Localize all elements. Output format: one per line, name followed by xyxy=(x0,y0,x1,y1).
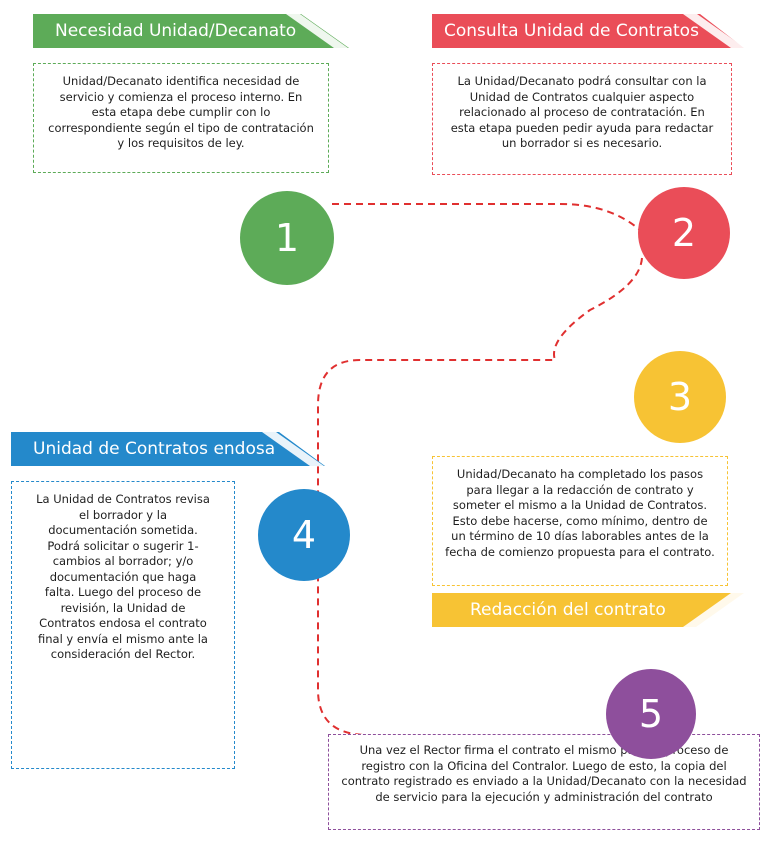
step-1-circle: 1 xyxy=(240,191,334,285)
step-1-banner-stripe xyxy=(286,14,348,48)
step-5-number: 5 xyxy=(638,692,664,736)
step-2-description: La Unidad/Decanato podrá consultar con l… xyxy=(432,63,732,175)
step-5-circle: 5 xyxy=(606,669,696,759)
step-1-title: Necesidad Unidad/Decanato xyxy=(55,21,297,41)
step-4-number: 4 xyxy=(291,513,317,557)
step-3-banner-stripe xyxy=(683,593,745,627)
step-5-description: Una vez el Rector firma el contrato el m… xyxy=(328,734,760,830)
step-2-circle: 2 xyxy=(638,187,730,279)
step-4-banner-stripe xyxy=(262,432,324,466)
step-2-banner-stripe xyxy=(683,14,745,48)
step-4-description: La Unidad de Contratos revisa el borrado… xyxy=(11,481,235,769)
step-2-number: 2 xyxy=(671,211,697,255)
step-3-title: Redacción del contrato xyxy=(470,600,666,620)
step-2-title: Consulta Unidad de Contratos xyxy=(444,21,699,41)
step-3-number: 3 xyxy=(667,375,693,419)
step-3-circle: 3 xyxy=(634,351,726,443)
dashed-connector xyxy=(317,203,643,736)
step-1-number: 1 xyxy=(274,216,300,260)
step-3-description: Unidad/Decanato ha completado los pasos … xyxy=(432,456,728,586)
step-4-title: Unidad de Contratos endosa xyxy=(33,439,276,459)
step-1-description: Unidad/Decanato identifica necesidad de … xyxy=(33,63,329,173)
step-4-circle: 4 xyxy=(258,489,350,581)
